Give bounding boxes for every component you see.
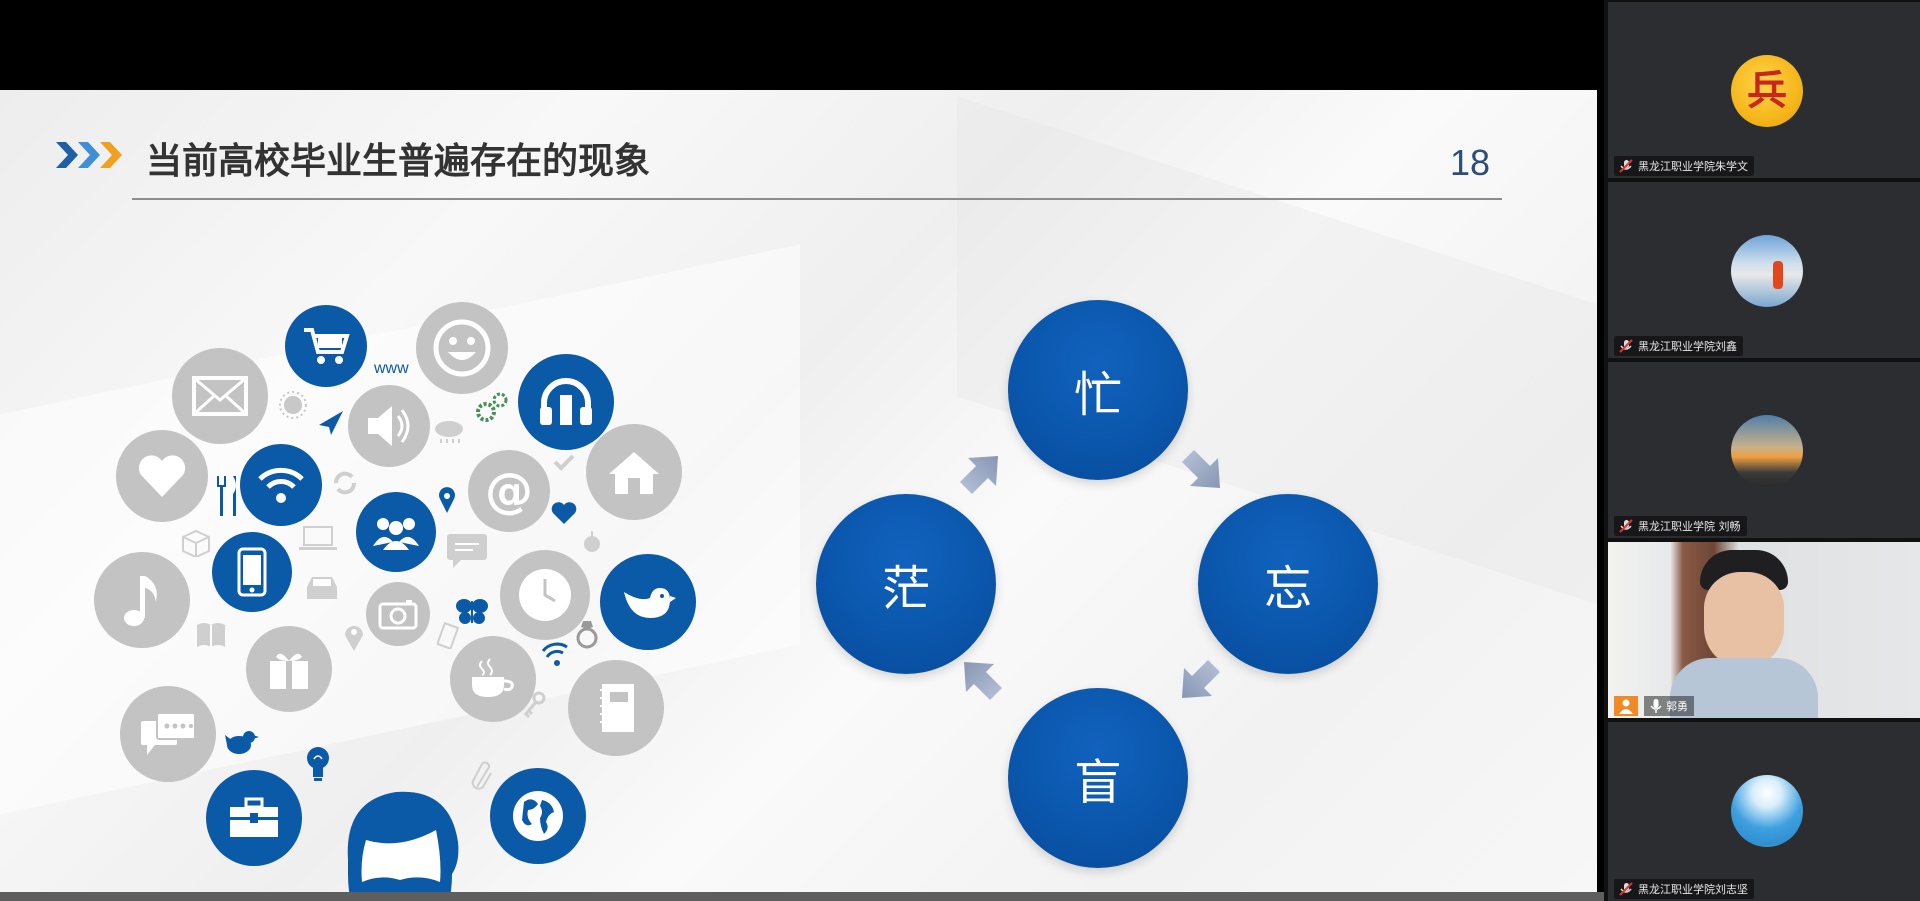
- sun-icon: [276, 388, 310, 422]
- checkmark-icon: [552, 452, 576, 472]
- arrow-down-right-icon: [1182, 450, 1220, 488]
- arrow-up-left-icon: [964, 662, 1002, 700]
- shared-screen: 当前高校毕业生普遍存在的现象 18 www: [0, 0, 1604, 901]
- refresh-icon: [330, 468, 360, 498]
- participant-name-tag: 黑龙江职业学院刘鑫: [1614, 336, 1743, 356]
- participant-tile[interactable]: 黑龙江职业学院 刘畅: [1608, 362, 1920, 538]
- music-note-icon: [94, 552, 190, 648]
- cutlery-icon: [216, 476, 240, 516]
- icon-cloud-illustration: www: [80, 290, 700, 892]
- participant-name-tag: 黑龙江职业学院刘志坚: [1614, 879, 1754, 899]
- slide-header: 当前高校毕业生普遍存在的现象 18: [0, 90, 1597, 210]
- photo-avatar-lake: [1731, 235, 1803, 307]
- small-wifi-icon: [540, 640, 570, 670]
- www-label: www: [374, 360, 409, 377]
- participant-name: 黑龙江职业学院朱学文: [1638, 160, 1748, 173]
- speaker-video-feed: [1670, 550, 1818, 718]
- briefcase-icon: [206, 770, 302, 866]
- muted-mic-icon: [1619, 159, 1633, 173]
- cycle-diagram: 忙 忘 盲 茫: [810, 300, 1390, 880]
- photo-avatar-sky: [1731, 775, 1803, 847]
- wifi-icon: [240, 444, 322, 526]
- photo-avatar-sunset: [1731, 415, 1803, 487]
- bird-icon: [600, 554, 696, 650]
- battery-icon: [436, 620, 460, 650]
- arrow-down-left-icon: [1182, 660, 1220, 698]
- muted-mic-icon: [1619, 519, 1633, 533]
- group-icon: [356, 492, 436, 572]
- notebook-icon: [568, 660, 664, 756]
- participant-name-tag: 黑龙江职业学院朱学文: [1614, 156, 1754, 176]
- muted-mic-icon: [1619, 339, 1633, 353]
- small-heart-icon: [550, 500, 578, 526]
- gift-icon: [246, 626, 332, 712]
- participant-tile[interactable]: 黑龙江职业学院刘鑫: [1608, 182, 1920, 358]
- apple-icon: [582, 530, 602, 554]
- paper-plane-icon: [316, 408, 346, 438]
- clock-icon: [500, 550, 590, 640]
- participant-name: 黑龙江职业学院 刘畅: [1638, 520, 1741, 533]
- lightbulb-icon: [304, 744, 332, 784]
- cycle-node-right: 忘: [1198, 494, 1378, 674]
- active-speaker-tag: 郭勇: [1614, 696, 1694, 716]
- participant-name: 黑龙江职业学院刘鑫: [1638, 340, 1737, 353]
- cycle-node-bottom: 盲: [1008, 688, 1188, 868]
- participant-name: 黑龙江职业学院刘志坚: [1638, 883, 1748, 896]
- chevrons-icon: [56, 142, 122, 168]
- cycle-node-label: 忘: [1263, 561, 1312, 617]
- box-icon: [180, 528, 212, 558]
- camera-icon: [366, 582, 430, 646]
- smiley-icon: [416, 302, 508, 394]
- participant-panel: 兵 黑龙江职业学院朱学文 黑龙江职业学院刘鑫 黑龙江职业学院 刘畅: [1604, 0, 1920, 901]
- slide-page-number: 18: [1450, 142, 1491, 183]
- coffee-cup-icon: [450, 636, 536, 722]
- laptop-icon: [298, 524, 338, 554]
- person-icon: [347, 791, 459, 892]
- shopping-cart-icon: [285, 305, 367, 387]
- cycle-node-left: 茫: [816, 494, 996, 674]
- cycle-node-label: 盲: [1073, 755, 1122, 811]
- cycle-node-label: 茫: [881, 561, 930, 617]
- slide-title: 当前高校毕业生普遍存在的现象: [146, 141, 651, 182]
- heart-icon: [116, 430, 208, 522]
- ring-icon: [574, 618, 600, 650]
- location-pin-icon: [436, 486, 458, 514]
- muted-mic-icon: [1619, 882, 1633, 896]
- map-pin-icon: [342, 620, 366, 652]
- key-icon: [520, 690, 548, 720]
- cycle-node-top: 忙: [1008, 300, 1188, 480]
- at-sign-icon: @: [468, 450, 550, 532]
- title-divider: [132, 198, 1502, 200]
- participant-tile[interactable]: 兵 黑龙江职业学院朱学文: [1608, 2, 1920, 178]
- screen-bottom-bar: [0, 892, 1604, 901]
- gears-icon: [472, 388, 512, 428]
- mail-icon: [172, 348, 268, 444]
- speaker-icon: [348, 385, 430, 467]
- small-bird-icon: [224, 728, 260, 758]
- home-icon: [586, 424, 682, 520]
- mic-icon: [1650, 699, 1662, 713]
- butterfly-icon: [454, 596, 490, 626]
- active-speaker-video-tile[interactable]: 郭勇: [1608, 542, 1920, 718]
- smartphone-icon: [212, 532, 292, 612]
- cloud-rain-icon: [432, 418, 466, 446]
- headphones-icon: [518, 354, 614, 450]
- chess-soldier-avatar: 兵: [1731, 55, 1803, 127]
- car-icon: [302, 572, 342, 604]
- participant-tile[interactable]: 黑龙江职业学院刘志坚: [1608, 722, 1920, 901]
- presentation-slide: 当前高校毕业生普遍存在的现象 18 www: [0, 90, 1597, 892]
- participant-name: 郭勇: [1666, 700, 1688, 713]
- message-icon: [444, 532, 490, 570]
- chat-icon: [120, 686, 216, 782]
- host-person-icon: [1614, 696, 1638, 716]
- globe-icon: [490, 768, 586, 864]
- cycle-node-label: 忙: [1073, 367, 1122, 423]
- book-icon: [194, 620, 228, 650]
- paperclip-icon: [470, 760, 496, 794]
- participant-name-tag: 黑龙江职业学院 刘畅: [1614, 516, 1747, 536]
- arrow-up-right-icon: [960, 456, 998, 494]
